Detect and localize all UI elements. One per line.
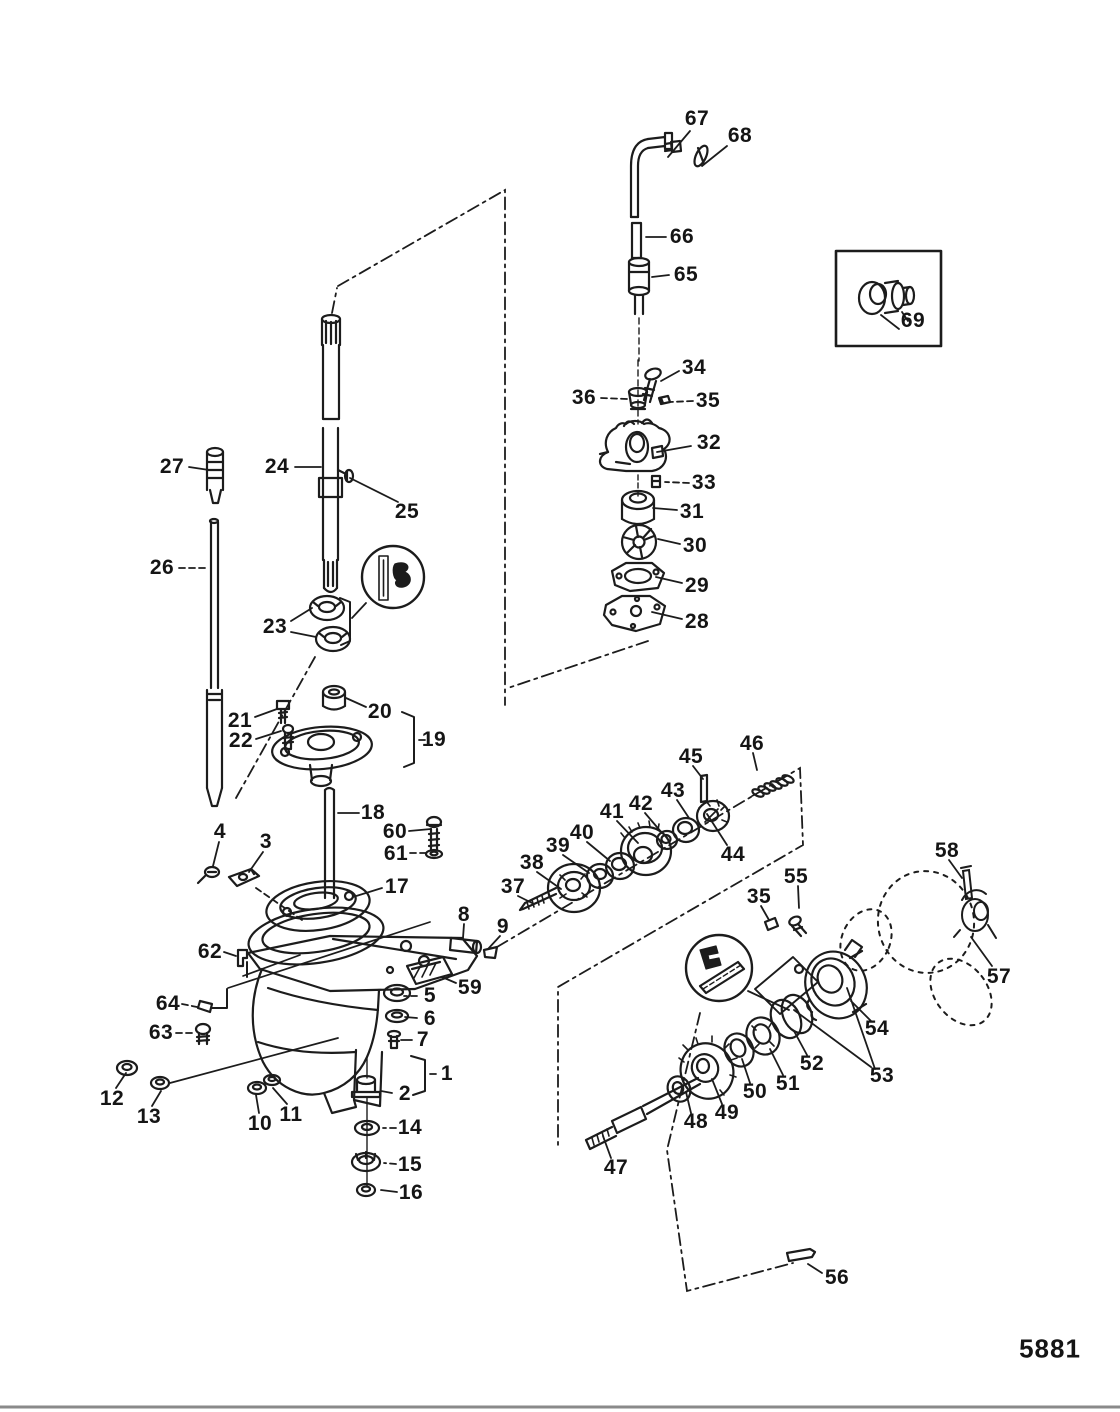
nut-16-drawing <box>355 1182 377 1198</box>
tube-coupler-65-drawing <box>627 256 651 316</box>
pointer-lines <box>169 921 431 1084</box>
clip-64-drawing <box>196 999 214 1014</box>
clip-4-drawing <box>196 865 221 885</box>
driveshaft-pin-drawing <box>343 468 355 484</box>
face-plate-28-drawing <box>602 594 667 633</box>
washer-61-drawing <box>424 848 444 860</box>
lower-driveshaft-drawing <box>323 786 336 900</box>
seal-68-drawing <box>693 144 709 168</box>
washer-39-drawing <box>585 862 615 890</box>
construction-lines <box>235 188 804 1293</box>
clip-35-upper-drawing <box>657 394 672 406</box>
impeller-30-drawing <box>620 523 658 561</box>
carrier-seal-inset-circle <box>684 933 754 1003</box>
oil-seals-drawing <box>308 594 352 653</box>
bolt-55-drawing <box>788 915 808 938</box>
bolt-21-drawing <box>275 699 291 725</box>
ring-43-drawing <box>671 816 701 844</box>
gasket-29-drawing <box>610 561 666 593</box>
washer-14-drawing <box>353 1119 381 1137</box>
washer-50-drawing <box>723 1032 755 1068</box>
pin-62-drawing <box>236 948 249 968</box>
prop-pin-58-drawing <box>960 865 974 901</box>
pump-cup-31-drawing <box>620 489 656 526</box>
grommet-drawing <box>321 684 347 711</box>
screw-7-drawing <box>386 1029 402 1050</box>
shift-rod-drawing <box>205 517 224 808</box>
anode-plate-59-drawing <box>405 955 454 986</box>
pin-45-drawing <box>699 773 709 804</box>
leader-lines <box>115 130 993 1274</box>
driveshaft-drawing <box>317 313 346 594</box>
washers-10-11-drawing <box>246 1073 282 1096</box>
cotter-pin-56-drawing <box>785 1247 817 1263</box>
screw-22-drawing <box>281 723 295 751</box>
key-33-drawing <box>650 474 662 489</box>
water-tube-drawing <box>629 131 674 260</box>
callout-brackets <box>211 597 426 1096</box>
washer-6-drawing <box>384 1008 410 1024</box>
shift-cam-drawing <box>205 446 225 505</box>
grommet-5-drawing <box>382 983 412 1003</box>
clip-35-lower-drawing <box>763 916 780 932</box>
washer-48-drawing <box>666 1075 692 1103</box>
bearing-carrier-54-drawing <box>804 938 868 1022</box>
screw-63-drawing <box>194 1022 212 1046</box>
bracket-3-drawing <box>227 867 261 888</box>
pump-housing-32-drawing <box>598 418 671 473</box>
figure-number: 5881 <box>1019 1333 1081 1364</box>
stud-37-drawing <box>518 886 558 912</box>
locknut-15-drawing <box>350 1150 382 1173</box>
tube-fitting-67-drawing <box>663 139 683 154</box>
gear-49-drawing <box>678 1035 738 1100</box>
fitting-8-9-drawing <box>448 936 499 960</box>
spring-46-drawing <box>751 774 795 798</box>
bearing-38-drawing <box>546 862 602 914</box>
inset-box-69 <box>834 249 943 348</box>
bolt-34-drawing <box>641 367 662 404</box>
clutch-44-drawing <box>695 799 731 833</box>
bolt-60-drawing <box>425 815 443 851</box>
spacer-52-drawing <box>769 993 814 1040</box>
pump-base-drawing <box>271 725 373 788</box>
gear-housing-drawing <box>246 880 479 1187</box>
dashed-leader-lines <box>175 397 694 1165</box>
seal-detail-inset-circle <box>360 544 426 610</box>
forward-gear-41-drawing <box>619 820 673 877</box>
washers-12-13-drawing <box>115 1059 171 1091</box>
grommet-36-drawing <box>627 386 649 411</box>
propeller-drawing <box>839 865 997 1027</box>
bearing-51-drawing <box>745 1016 781 1056</box>
plug-2-drawing <box>350 1074 382 1099</box>
